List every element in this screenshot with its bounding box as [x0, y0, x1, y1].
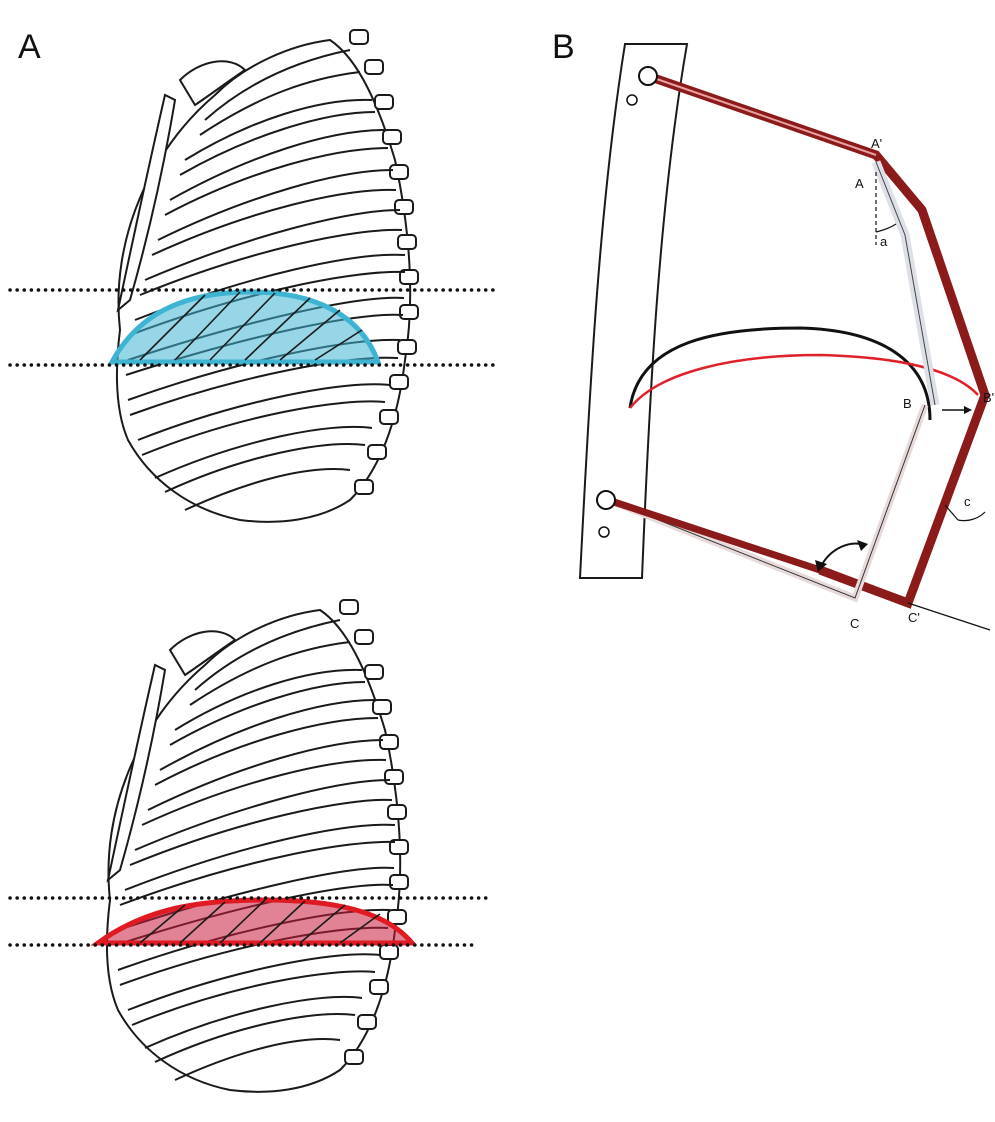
label-angle-c: c [964, 494, 971, 509]
lower-rib-lever [608, 405, 925, 598]
spine-plate [580, 44, 687, 578]
ribcage-inspiration [10, 600, 487, 1092]
panel-b-letter: B [552, 28, 575, 66]
label-b-prime: B' [983, 390, 994, 405]
label-a: A [855, 176, 864, 191]
ribcage-expiration [10, 30, 495, 522]
rotation-arrow [820, 544, 865, 568]
panel-b: B A' A a [552, 28, 994, 631]
pale-lever-ab [876, 162, 935, 405]
label-c: C [850, 616, 859, 631]
label-b: B [903, 396, 912, 411]
panel-a-letter: A [18, 28, 41, 66]
diaphragm-curve-black [630, 328, 930, 420]
label-a-prime: A' [871, 136, 882, 151]
panel-a: A [10, 28, 495, 1092]
label-c-prime: C' [908, 610, 920, 625]
label-angle-a: a [880, 234, 888, 249]
